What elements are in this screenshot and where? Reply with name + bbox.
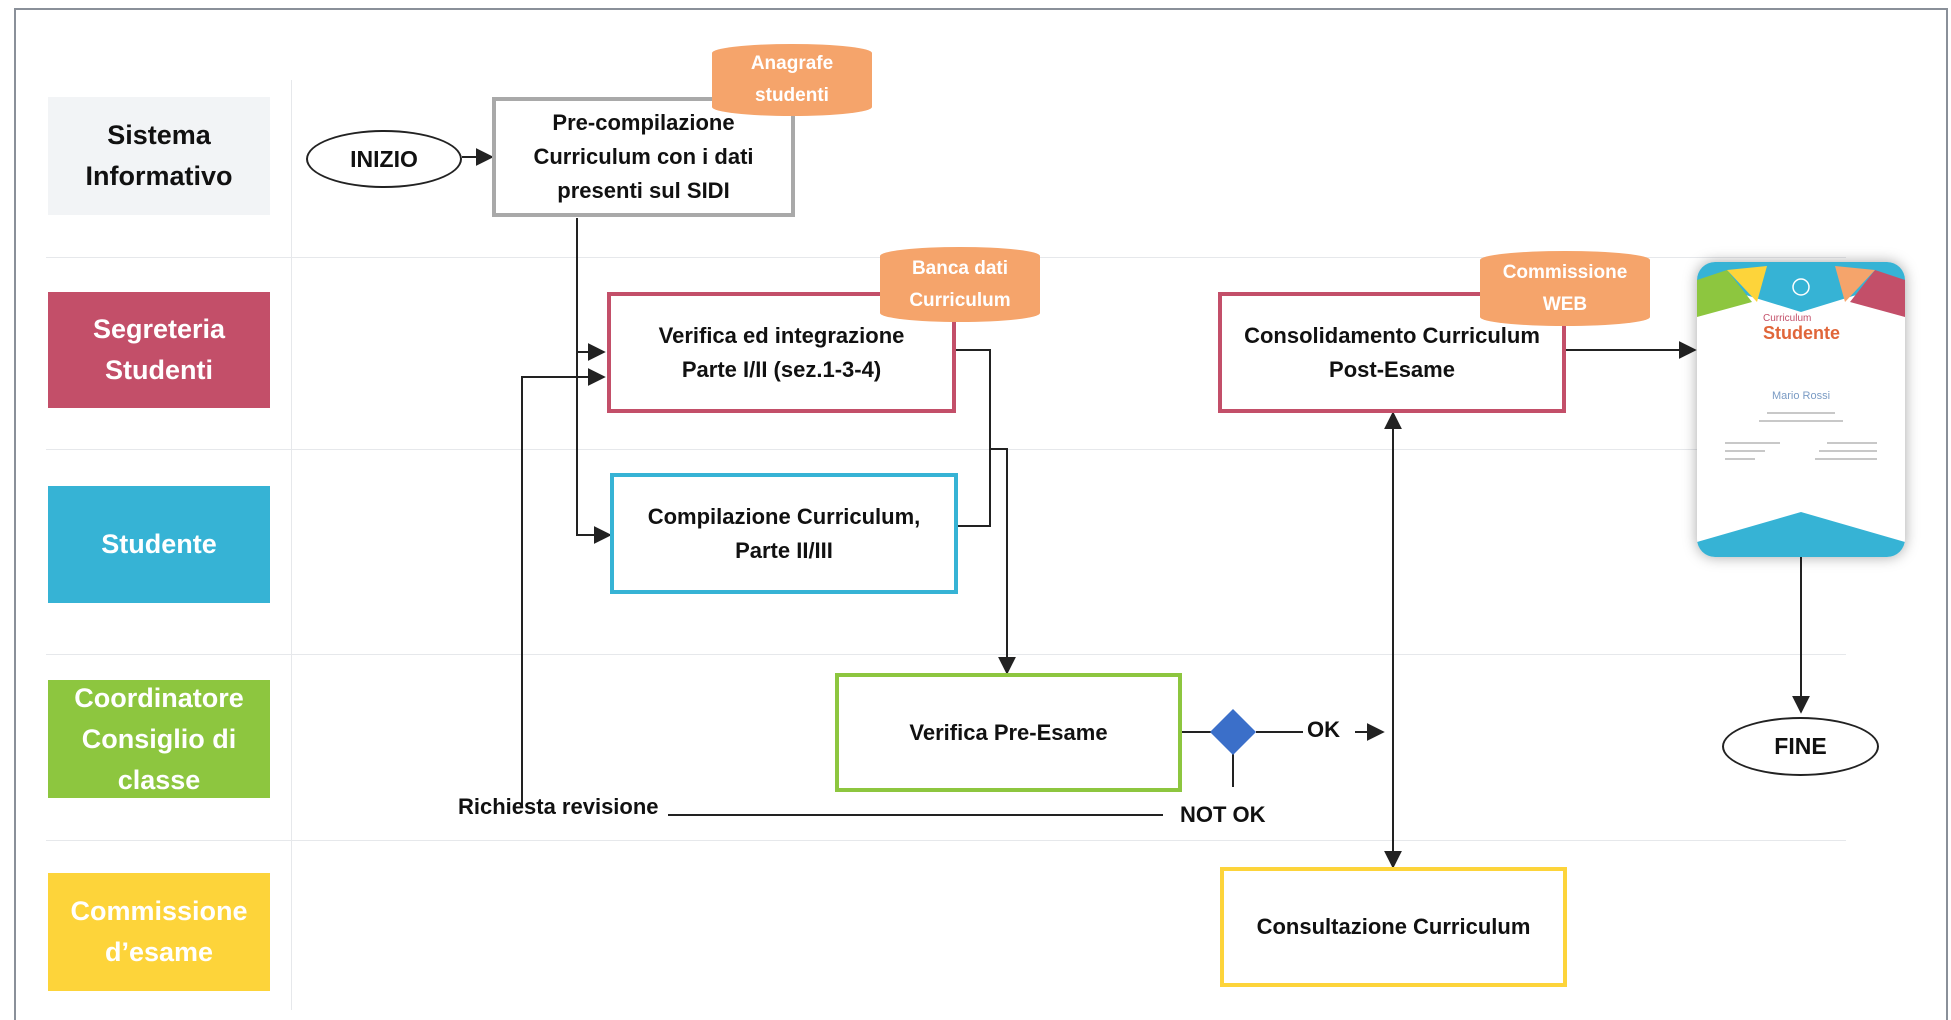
certificate-text-line [1815, 458, 1877, 460]
lane-commissione-esame: Commissione d’esame [48, 873, 270, 991]
start-node: INIZIO [306, 130, 462, 188]
database-banca-dati-curriculum: Banca dati Curriculum [880, 247, 1040, 322]
certificate-title-line1: Curriculum [1763, 313, 1812, 324]
lane-segreteria-studenti: Segreteria Studenti [48, 292, 270, 408]
certificate-text-line [1767, 412, 1835, 414]
certificate-title-line2: Studente [1763, 323, 1841, 343]
lane-label-text: Studente [101, 529, 217, 559]
database-label: Banca dati Curriculum [909, 257, 1011, 311]
arrow-revision-loop [521, 368, 606, 808]
line-verifica-out [956, 349, 991, 527]
lane-sistema-informativo: Sistema Informativo [48, 97, 270, 215]
end-node: FINE [1722, 717, 1879, 776]
certificate-text-line [1725, 450, 1765, 452]
end-label: FINE [1774, 733, 1827, 759]
lane-coordinatore: Coordinatore Consiglio di classe [48, 680, 270, 798]
lane-label-text: Segreteria Studenti [92, 314, 226, 385]
verifica-pre-esame-label: Verifica Pre-Esame [909, 719, 1108, 745]
decision-diamond [1210, 709, 1256, 755]
arrow-precompilazione-to-compilazione [576, 352, 612, 544]
certificate-student-name: Mario Rossi [1771, 390, 1831, 402]
lane-divider [46, 654, 1846, 655]
not-ok-label: NOT OK [1180, 802, 1266, 827]
ok-label: OK [1307, 717, 1340, 742]
richiesta-revisione-label: Richiesta revisione [458, 794, 659, 819]
lane-label-text: Commissione d’esame [70, 896, 248, 967]
certificate-title: Curriculum Studente [1763, 313, 1841, 343]
lane-header-divider [291, 80, 292, 1010]
lane-label-text: Sistema Informativo [85, 120, 233, 191]
certificate-text-line [1827, 442, 1877, 444]
certificate-text-line [1725, 442, 1780, 444]
verifica-pre-esame-box: Verifica Pre-Esame [835, 673, 1182, 792]
database-anagrafe-studenti: Anagrafe studenti [712, 44, 872, 116]
certificate-decoration [1697, 262, 1905, 557]
compilazione-label: Compilazione Curriculum, Parte II/III [647, 503, 921, 563]
compilazione-box: Compilazione Curriculum, Parte II/III [610, 473, 958, 594]
lane-divider [46, 449, 1846, 450]
certificate-text-line [1725, 458, 1755, 460]
consultazione-box: Consultazione Curriculum [1220, 867, 1567, 987]
certificate-text-line [1819, 450, 1877, 452]
lane-divider [46, 840, 1846, 841]
consolidamento-label: Consolidamento Curriculum Post-Esame [1244, 322, 1540, 382]
arrow-precompilazione-to-verifica [576, 218, 606, 361]
consultazione-label: Consultazione Curriculum [1256, 914, 1531, 939]
diagram-frame [14, 8, 1948, 1020]
database-label: Anagrafe studenti [750, 53, 834, 106]
arrow-to-verifica-pre-esame [990, 448, 1016, 675]
lane-label-text: Coordinatore Consiglio di classe [74, 682, 244, 795]
certificate-text-line [1759, 420, 1843, 422]
precompilazione-label: Pre-compilazione Curriculum con i dati p… [533, 110, 754, 203]
precompilazione-box: Pre-compilazione Curriculum con i dati p… [492, 97, 795, 217]
start-label: INIZIO [350, 145, 418, 172]
verifica-integrazione-label: Verifica ed integrazione Parte I/II (sez… [658, 322, 905, 382]
database-commissione-web: Commissione WEB [1480, 251, 1650, 326]
lane-studente: Studente [48, 486, 270, 603]
database-label: Commissione WEB [1502, 261, 1628, 315]
curriculum-certificate-image: Curriculum Studente Mario Rossi [1697, 262, 1905, 557]
